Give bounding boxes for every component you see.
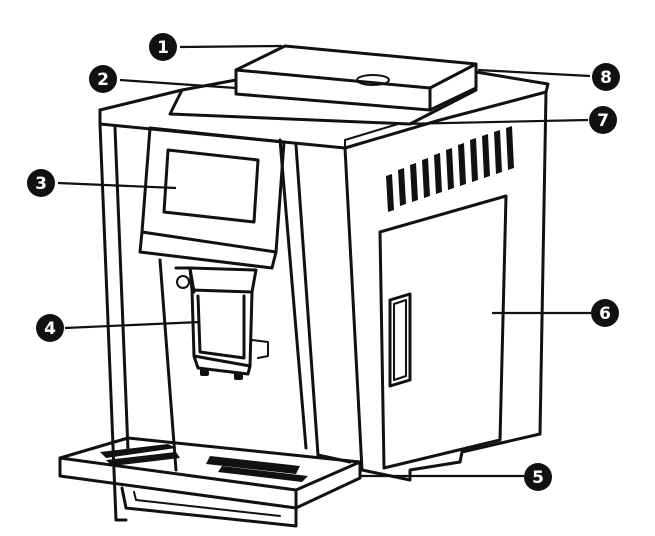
- drip-tray: [58, 436, 362, 528]
- callout-badge-6: 6: [591, 299, 619, 327]
- callout-number-2: 2: [97, 70, 109, 90]
- callout-line-4: [64, 320, 201, 330]
- side-panel: [343, 90, 548, 482]
- callout-badge-7: 7: [589, 106, 617, 134]
- callout-badge-5: 5: [524, 463, 552, 491]
- callout-number-7: 7: [597, 111, 609, 131]
- callout-number-5: 5: [532, 468, 544, 488]
- coffee-spout: [158, 258, 269, 472]
- callout-badge-2: 2: [89, 65, 117, 93]
- vent-slots: [386, 126, 514, 212]
- water-tank: [378, 194, 508, 470]
- callout-line-8: [477, 68, 591, 78]
- callout-badge-8: 8: [592, 63, 620, 91]
- callout-line-3: [57, 181, 177, 190]
- callout-badge-1: 1: [149, 33, 177, 61]
- coffee-machine-illustration: [58, 44, 550, 528]
- callout-number-1: 1: [157, 38, 169, 58]
- callout-number-4: 4: [44, 319, 56, 339]
- callout-badge-4: 4: [36, 314, 64, 342]
- callout-number-6: 6: [599, 304, 611, 324]
- callout-line-7: [399, 118, 589, 126]
- callout-number-8: 8: [600, 68, 612, 88]
- bean-hopper-lid: [234, 44, 478, 112]
- callout-line-2: [119, 78, 237, 90]
- callout-number-3: 3: [35, 174, 47, 194]
- callout-badge-3: 3: [27, 169, 55, 197]
- control-screen: [138, 126, 286, 270]
- callout-line-1: [179, 44, 283, 49]
